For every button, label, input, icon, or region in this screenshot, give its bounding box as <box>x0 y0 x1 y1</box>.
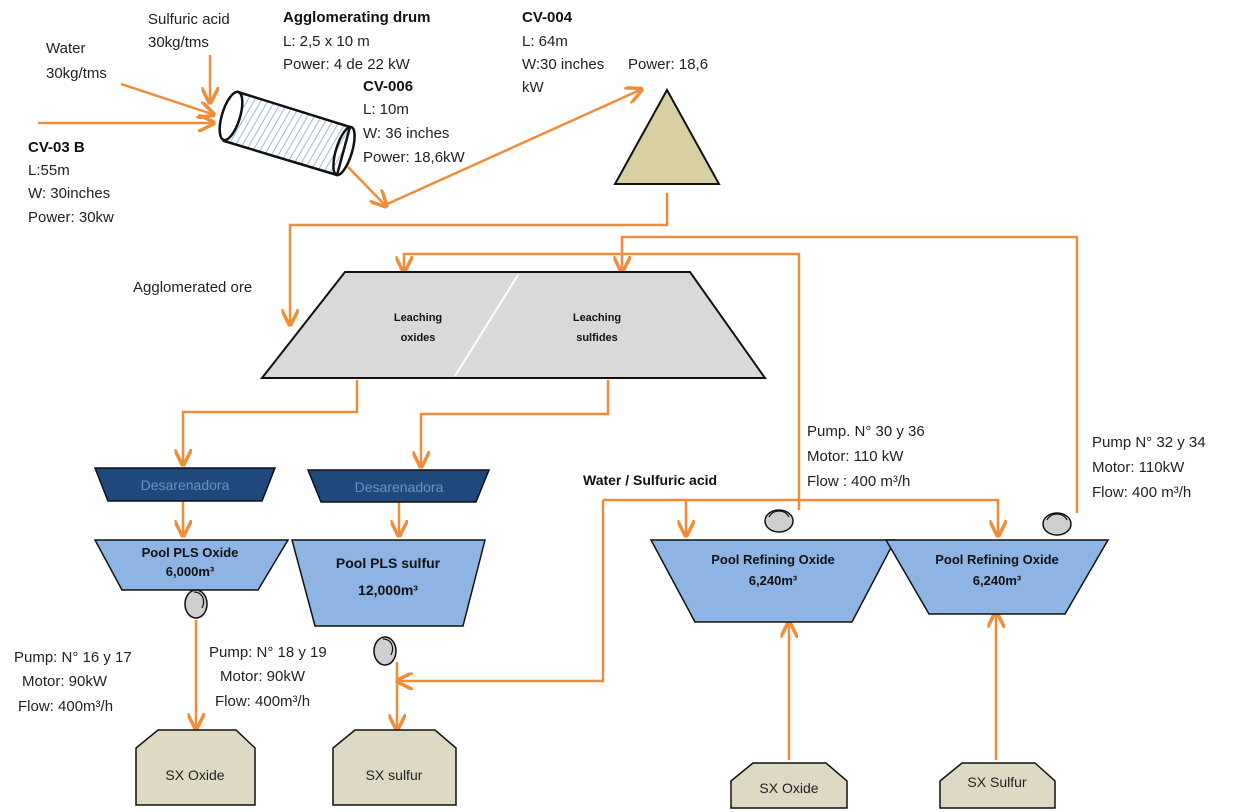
heap-to-desarenadora-2 <box>421 380 610 465</box>
sulfuric-acid-label: Sulfuric acid <box>148 11 230 28</box>
water-label: Water <box>46 40 85 57</box>
pump-32-34-flow: Flow: 400 m³/h <box>1092 484 1191 501</box>
water-acid-header <box>603 498 998 534</box>
pump-32-34-motor: Motor: 110kW <box>1092 459 1185 476</box>
desarenadora-2 <box>306 469 491 503</box>
pool-refining-2 <box>884 539 1110 615</box>
water-acid-return <box>399 500 605 681</box>
desarenadora-1 <box>93 467 277 502</box>
pump-icon <box>764 509 794 533</box>
sx-oxide-1-label: SX Oxide <box>165 767 224 783</box>
cv004-arrow <box>384 90 640 207</box>
cv006-title: CV-006 <box>363 78 413 95</box>
sx-oxide-box-1 <box>135 729 256 806</box>
pump-16-17-motor: Motor: 90kW <box>22 673 108 690</box>
pump-icon <box>373 636 397 666</box>
pool-refining-1-volume: 6,240m³ <box>749 573 798 588</box>
sx-sulfur-2-label: SX Sulfur <box>967 774 1026 790</box>
pool-refining-1 <box>649 539 897 623</box>
sx-oxide-2-label: SX Oxide <box>759 780 818 796</box>
cv006-power: Power: 18,6kW <box>363 149 466 166</box>
sx-sulfur-box <box>332 729 457 806</box>
leaching-sulfides-line2: sulfides <box>576 332 618 344</box>
cv03b-title: CV-03 B <box>28 139 85 156</box>
pool-pls-oxide <box>93 539 290 591</box>
cv004-length: L: 64m <box>522 33 568 50</box>
pump-18-19-motor: Motor: 90kW <box>220 668 306 685</box>
leaching-heap <box>259 271 767 379</box>
sulfuric-acid-rate: 30kg/tms <box>148 34 209 51</box>
leaching-oxides-line1: Leaching <box>394 312 442 324</box>
cv004-width: W:30 inches <box>522 56 604 73</box>
cv004-power: Power: 18,6 <box>628 56 708 73</box>
cv004-title: CV-004 <box>522 9 573 26</box>
pump-16-17-label: Pump: N° 16 y 17 <box>14 649 132 666</box>
pump-30-36-flow: Flow : 400 m³/h <box>807 473 910 490</box>
pump-30-36-motor: Motor: 110 kW <box>807 448 904 465</box>
leaching-oxides-line2: oxides <box>401 332 436 344</box>
desarenadora-1-label: Desarenadora <box>141 477 230 493</box>
pool-refining-1-name: Pool Refining Oxide <box>711 552 835 567</box>
pump-18-19-flow: Flow: 400m³/h <box>215 693 310 710</box>
flow-lines <box>38 55 1079 760</box>
desarenadora-2-label: Desarenadora <box>355 479 444 495</box>
pool-pls-sulfur-volume: 12,000m³ <box>358 582 418 598</box>
water-feed-arrow <box>120 82 212 114</box>
drum-power: Power: 4 de 22 kW <box>283 56 411 73</box>
agglomerating-drum <box>218 90 356 177</box>
pool-refining-2-volume: 6,240m³ <box>973 573 1022 588</box>
pool-pls-oxide-volume: 6,000m³ <box>166 564 215 579</box>
pump-16-17-flow: Flow: 400m³/h <box>18 698 113 715</box>
pump-32-34-label: Pump N° 32 y 34 <box>1092 434 1206 451</box>
pump-30-36-label: Pump. N° 30 y 36 <box>807 423 925 440</box>
pump-icon <box>184 589 208 619</box>
sx-oxide-box-2 <box>730 762 848 809</box>
pool-pls-sulfur-name: Pool PLS sulfur <box>336 555 441 571</box>
pump-icon <box>1042 512 1072 536</box>
stockpile-triangle <box>613 87 721 185</box>
heap-to-desarenadora-1 <box>183 380 359 463</box>
water-rate: 30kg/tms <box>46 65 107 82</box>
pool-refining-2-name: Pool Refining Oxide <box>935 552 1059 567</box>
drum-discharge-arrow <box>347 166 385 205</box>
agglomerated-ore-arrow <box>290 193 669 323</box>
agglomerated-ore-label: Agglomerated ore <box>133 279 252 296</box>
cv006-length: L: 10m <box>363 101 409 118</box>
cv006-width: W: 36 inches <box>363 125 449 142</box>
drum-title: Agglomerating drum <box>283 9 431 26</box>
pool-pls-oxide-name: Pool PLS Oxide <box>142 545 239 560</box>
water-sulfuric-acid-label: Water / Sulfuric acid <box>583 472 717 488</box>
sx-sulfur-box-2 <box>939 762 1056 809</box>
cv004-power-unit: kW <box>522 79 545 96</box>
drum-length: L: 2,5 x 10 m <box>283 33 370 50</box>
pump-18-19-label: Pump: N° 18 y 19 <box>209 644 327 661</box>
refining-return-1 <box>404 252 801 510</box>
leaching-sulfides-line1: Leaching <box>573 312 621 324</box>
sx-sulfur-1-label: SX sulfur <box>366 767 423 783</box>
pool-pls-sulfur <box>291 539 486 627</box>
cv03b-width: W: 30inches <box>28 185 110 202</box>
refining-return-2 <box>622 235 1079 513</box>
cv03b-power: Power: 30kw <box>28 209 114 226</box>
cv03b-length: L:55m <box>28 162 70 179</box>
